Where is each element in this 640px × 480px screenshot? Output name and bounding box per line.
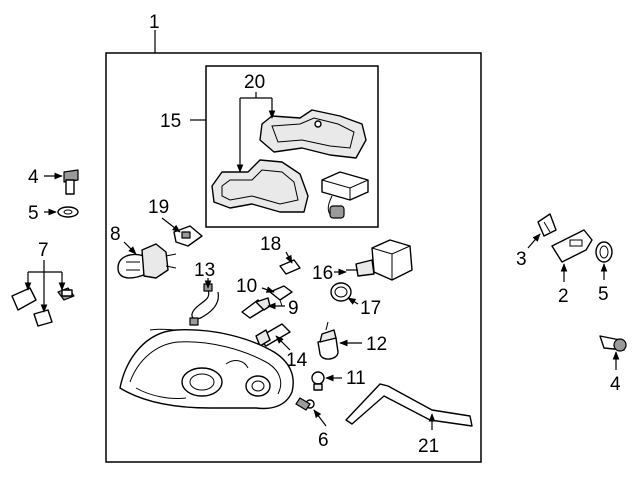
callout-15: 15 bbox=[160, 111, 181, 132]
assembly-frame bbox=[105, 52, 482, 463]
part-5-washer-left bbox=[57, 206, 79, 218]
callout-9: 9 bbox=[288, 298, 299, 319]
part-5-washer-right bbox=[595, 241, 613, 263]
callout-21: 21 bbox=[418, 436, 439, 457]
callout-7: 7 bbox=[38, 240, 49, 261]
callout-3: 3 bbox=[516, 249, 527, 270]
control-module bbox=[321, 171, 369, 219]
part-21-trim-strip bbox=[345, 383, 473, 427]
callout-14: 14 bbox=[286, 350, 308, 371]
part-13-wire-harness bbox=[189, 283, 219, 326]
callout-19: 19 bbox=[148, 197, 169, 218]
callout-12: 12 bbox=[366, 334, 387, 355]
callout-20: 20 bbox=[244, 72, 265, 93]
callout-17-leader bbox=[347, 297, 359, 305]
part-8-bulb bbox=[117, 243, 177, 279]
callout-17: 17 bbox=[360, 298, 381, 319]
callout-18-leader bbox=[285, 251, 293, 264]
seal-kit-frame bbox=[205, 65, 379, 228]
part-11-bulb bbox=[311, 371, 325, 391]
part-14-socket bbox=[255, 323, 291, 347]
callout-4-right: 4 bbox=[610, 374, 621, 395]
callout-11: 11 bbox=[346, 368, 366, 389]
part-17-o-ring bbox=[330, 282, 352, 302]
part-20-gaskets bbox=[211, 109, 367, 213]
part-18-clip bbox=[279, 259, 301, 275]
part-9-bulb bbox=[241, 297, 271, 319]
callout-5-right: 5 bbox=[598, 284, 609, 305]
part-3-clip bbox=[537, 213, 557, 237]
part-4-bolt-left bbox=[63, 169, 79, 195]
callout-18: 18 bbox=[260, 234, 281, 255]
callout-16: 16 bbox=[312, 263, 333, 284]
callout-10: 10 bbox=[236, 276, 257, 297]
part-10-socket bbox=[269, 285, 293, 307]
part-2-bracket bbox=[551, 229, 593, 263]
callout-8: 8 bbox=[110, 224, 121, 245]
part-16-leveling-motor bbox=[346, 239, 413, 281]
callout-3-leader bbox=[527, 233, 541, 249]
callout-13: 13 bbox=[194, 260, 215, 281]
part-6-screw bbox=[295, 397, 315, 411]
callout-6-leader bbox=[313, 409, 327, 427]
callout-10-leader bbox=[261, 286, 275, 293]
part-7-fasteners bbox=[11, 287, 75, 327]
callout-6: 6 bbox=[318, 430, 329, 451]
headlamp-housing bbox=[119, 328, 294, 410]
callout-5-left: 5 bbox=[28, 203, 39, 224]
part-19-connector bbox=[173, 225, 203, 247]
callout-2: 2 bbox=[558, 286, 569, 307]
part-4-bolt-right bbox=[599, 335, 627, 352]
callout-8-leader bbox=[123, 241, 137, 255]
callout-14-leader bbox=[275, 335, 291, 351]
callout-19-leader bbox=[161, 217, 181, 233]
part-12-bulb-cap bbox=[317, 321, 339, 360]
callout-1: 1 bbox=[149, 12, 160, 33]
callout-4-left: 4 bbox=[28, 167, 39, 188]
